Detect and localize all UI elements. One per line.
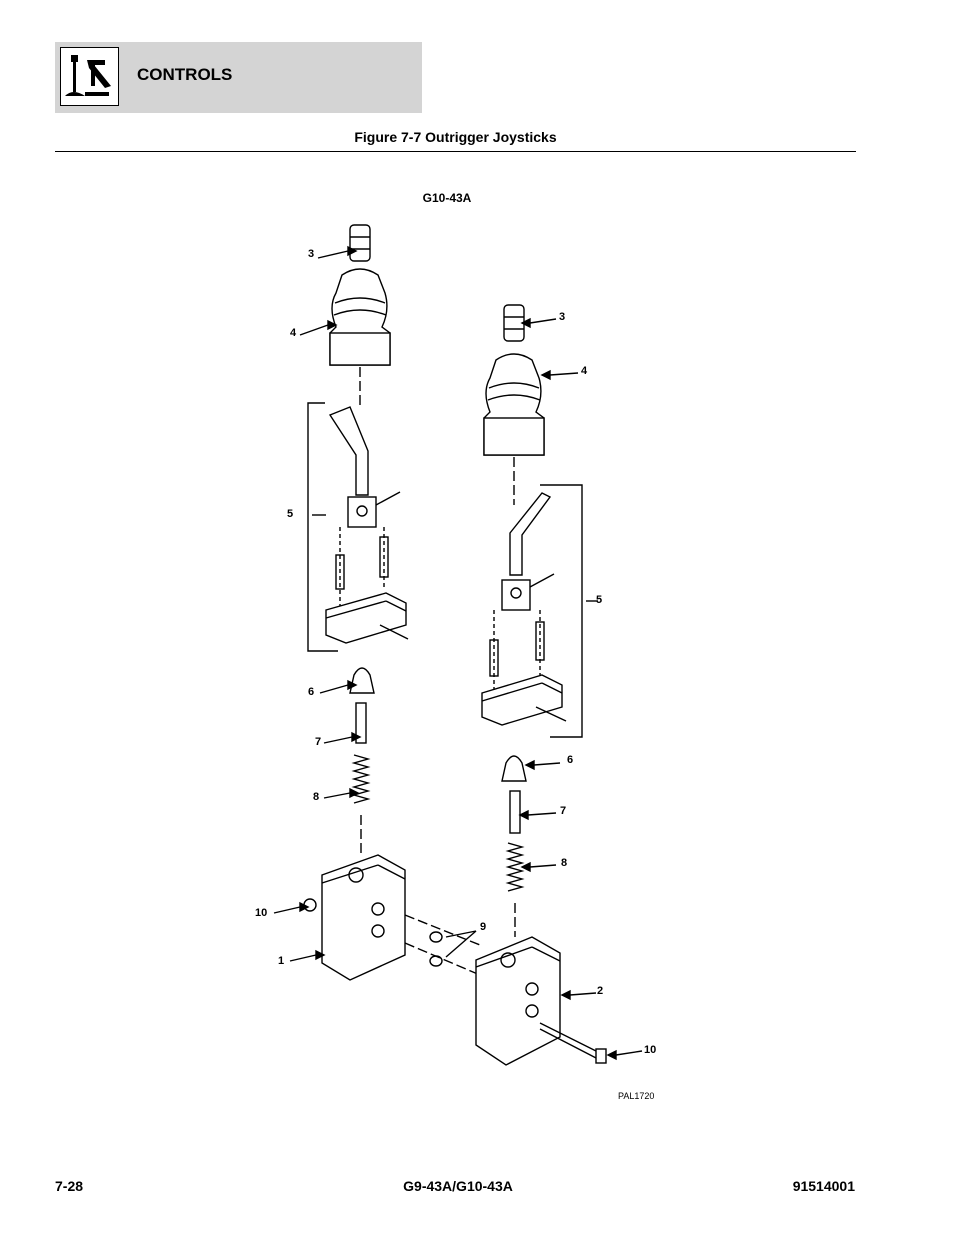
callout-right-8: 8 [561, 857, 568, 869]
joystick-icon [60, 47, 119, 106]
callout-right-4: 4 [581, 365, 588, 377]
callout-right-10: 10 [644, 1044, 657, 1056]
callout-left-6: 6 [308, 686, 315, 698]
callout-right-5: 5 [596, 594, 603, 606]
figure-title: Figure 7-7 Outrigger Joysticks [354, 129, 557, 145]
footer-model: G9-43A/G10-43A [403, 1178, 513, 1194]
callout-right-2: 2 [597, 985, 604, 997]
leader-arrows [273, 245, 643, 1061]
callout-left-4: 4 [290, 327, 297, 339]
callout-left-5: 5 [287, 508, 294, 520]
callout-right-6: 6 [567, 754, 574, 766]
exploded-parts-diagram [273, 224, 643, 1066]
callout-left-3: 3 [308, 248, 315, 260]
left-joystick-assembly [303, 224, 481, 981]
callout-right-3: 3 [559, 311, 566, 323]
model-label: G10-43A [422, 191, 472, 205]
callout-9: 9 [480, 921, 487, 933]
callout-right-7: 7 [560, 805, 567, 817]
callout-left-7: 7 [315, 736, 322, 748]
right-joystick-assembly [475, 304, 607, 1066]
callout-left-1: 1 [278, 955, 285, 967]
header-rule [55, 151, 856, 152]
page-number: 7-28 [55, 1178, 84, 1194]
callout-left-8: 8 [313, 791, 320, 803]
section-title: CONTROLS [137, 65, 233, 84]
callout-left-10: 10 [255, 907, 268, 919]
part-number: 91514001 [792, 1178, 855, 1194]
art-code: PAL1720 [618, 1091, 655, 1101]
